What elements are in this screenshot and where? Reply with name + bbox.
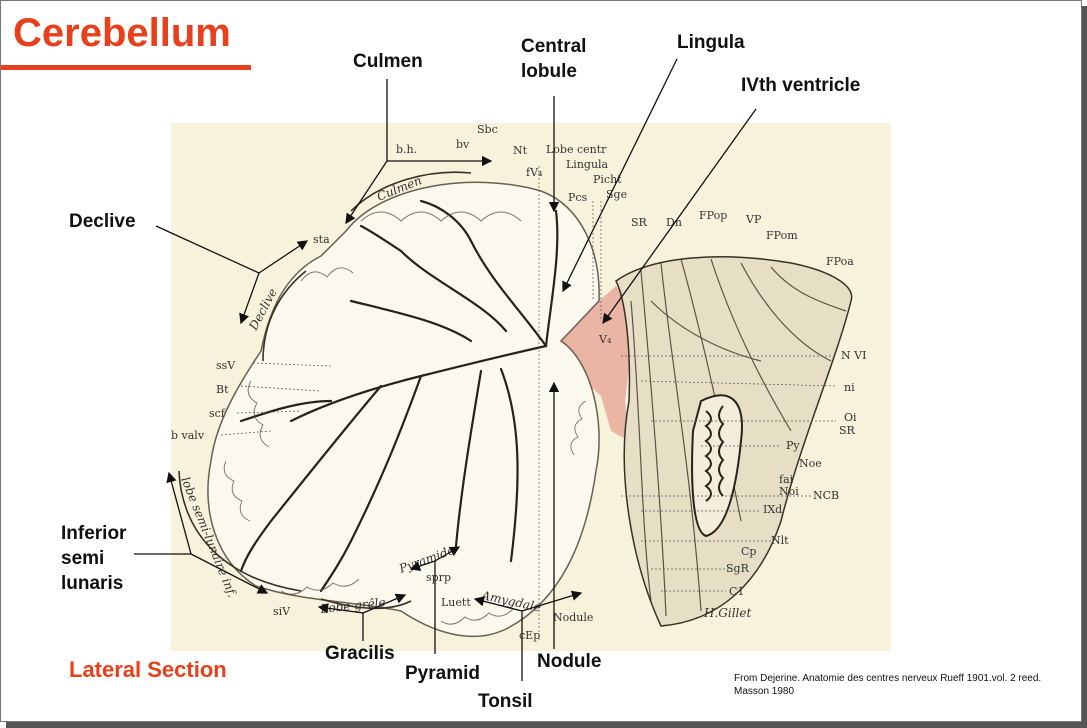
plate-label-fpoa: FPoa [826, 255, 854, 268]
plate-label-nodule: Nodule [553, 611, 593, 624]
plate-label-ixd: IXd [763, 503, 782, 516]
plate-label-luett: Luett [441, 596, 471, 609]
label-central-lobule: Central lobule [521, 36, 587, 82]
plate-label-bv: bv [456, 138, 470, 151]
plate-label-bh: b.h. [396, 143, 417, 156]
plate-label-sgr: SgR [726, 562, 750, 575]
plate-label-pcs: Pcs [568, 191, 588, 204]
label-inferior-semi-lunaris: Inferior semi lunaris [61, 523, 127, 594]
plate-signature: H.Gillet [703, 606, 751, 620]
plate-label-sprp: sprp [426, 571, 451, 584]
plate-label-sr: SR [839, 424, 856, 437]
plate-label-fai: fai [779, 473, 794, 486]
ivth-ventricle-arrow [602, 108, 757, 325]
lingula-arrow [562, 58, 678, 293]
declive-leader [155, 225, 260, 274]
plate-leaders [220, 166, 837, 641]
plate-label-sr-top: SR [631, 216, 648, 229]
tonsil-arrow-left [473, 596, 523, 612]
plate-label-lingula: Lingula [566, 158, 609, 171]
semi-lunaris-arrow-down [190, 553, 269, 594]
label-culmen: Culmen [353, 51, 423, 72]
plate-label-dn: Dn [666, 216, 682, 229]
pyramid-arrow-left [409, 560, 436, 572]
gracilis-arrow-left [317, 603, 364, 614]
plate-label-n-vi: N VI [841, 349, 866, 362]
culmen-arrow-down [345, 160, 388, 225]
plate-label-picht: Picht [593, 173, 622, 186]
plate-label-c1: C1 [729, 585, 744, 598]
label-declive: Declive [69, 211, 136, 232]
plate-label-siv: siV [273, 605, 291, 618]
plate-label-vp: VP [745, 213, 762, 226]
declive-arrow-down [239, 272, 260, 325]
cerebellum-shape [207, 181, 600, 638]
plate-label-noi: Noi [779, 485, 799, 498]
plate-label-fpom: FPom [766, 229, 798, 242]
label-pyramid: Pyramid [405, 663, 480, 684]
plate-label-fpop: FPop [699, 209, 727, 222]
plate-label-py: Py [786, 439, 800, 452]
plate-label-nlt: Nlt [771, 534, 789, 547]
plate-label-b-valv: b valv [171, 429, 205, 442]
plate-label-ni: ni [844, 381, 855, 394]
plate-label-sge: Sge [606, 188, 627, 201]
olive-nucleus [691, 394, 743, 538]
plate-label-cp: Cp [741, 545, 756, 558]
semi-lunaris-arrow-up [166, 471, 192, 555]
plate-label-cep: cEp [519, 629, 540, 642]
label-nodule: Nodule [537, 651, 602, 672]
plate-label-ssv: ssV [216, 359, 236, 372]
plate-label-v4: V₄ [598, 333, 612, 346]
label-lingula: Lingula [677, 32, 745, 53]
title-underline [1, 65, 251, 70]
slide-subtitle: Lateral Section [69, 657, 227, 682]
label-ivth-ventricle: IVth ventricle [741, 75, 861, 96]
label-gracilis: Gracilis [325, 643, 395, 664]
folia [223, 211, 587, 625]
declive-arrow-up [258, 240, 309, 274]
plate-label-fv4: fV₄ [526, 166, 543, 179]
plate-label-sbc: Sbc [477, 123, 498, 136]
arbor-vitae [239, 199, 559, 593]
plate-label-bt: Bt [216, 383, 229, 396]
tonsil-arrow-right [521, 590, 583, 612]
plate-label-oi: Oi [844, 411, 857, 424]
annotation-arrows [134, 58, 757, 681]
plate-label-lobe-centr: Lobe centr [546, 143, 607, 156]
source-credit: From Dejerine. Anatomie des centres nerv… [734, 673, 1042, 697]
plate-label-noe: Noe [799, 457, 822, 470]
plate-label-sta: sta [313, 233, 330, 246]
gracilis-arrow-right [362, 593, 407, 614]
pyramid-arrow-right [434, 546, 461, 562]
slide-title: Cerebellum [13, 11, 231, 55]
plate-label-ncb: NCB [813, 489, 839, 502]
label-tonsil: Tonsil [478, 691, 533, 712]
plate-label-scf: scf [209, 407, 226, 420]
plate-label-nt: Nt [513, 144, 528, 157]
